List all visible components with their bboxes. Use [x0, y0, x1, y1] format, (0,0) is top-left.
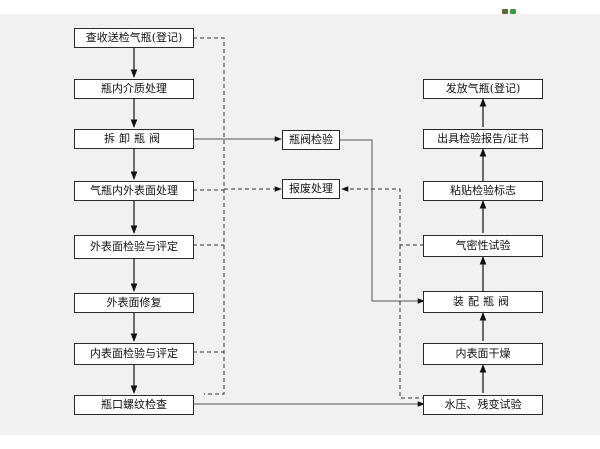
status-badge-green	[510, 9, 516, 14]
step-scrap-processing: 报废处理	[282, 179, 340, 199]
step-outer-inspection: 外表面检验与评定	[74, 235, 194, 259]
step-pressure-test: 水压、残变试验	[423, 395, 543, 415]
step-inner-inspection: 内表面检验与评定	[74, 343, 194, 365]
step-inspect-receive: 查收送检气瓶(登记)	[74, 28, 194, 48]
step-medium-treatment: 瓶内介质处理	[74, 79, 194, 99]
step-report: 出具检验报告/证书	[423, 129, 543, 149]
dashed-pressure-to-scrap	[399, 245, 424, 399]
top-bar	[0, 0, 600, 14]
step-surface-treatment: 气瓶内外表面处理	[74, 181, 194, 201]
step-thread-check: 瓶口螺纹检查	[74, 395, 194, 415]
step-install-valve: 装配瓶阀	[423, 291, 543, 313]
dashed-inspect-to-scrap	[193, 37, 282, 192]
status-badge-dark	[502, 9, 508, 14]
step-dispatch: 发放气瓶(登记)	[423, 79, 543, 99]
dashed-thread-to-scrap	[204, 189, 225, 395]
step-inner-dry: 内表面干燥	[423, 343, 543, 365]
step-remove-valve: 拆卸瓶阀	[74, 129, 194, 149]
step-label-sticker: 粘贴检验标志	[423, 181, 543, 201]
dashed-airtight-to-scrap	[341, 186, 424, 246]
arrow-valve-inspection-to-install	[340, 139, 425, 304]
step-valve-inspection: 瓶阀检验	[282, 130, 340, 150]
step-airtight-test: 气密性试验	[423, 235, 543, 257]
step-outer-repair: 外表面修复	[74, 293, 194, 313]
